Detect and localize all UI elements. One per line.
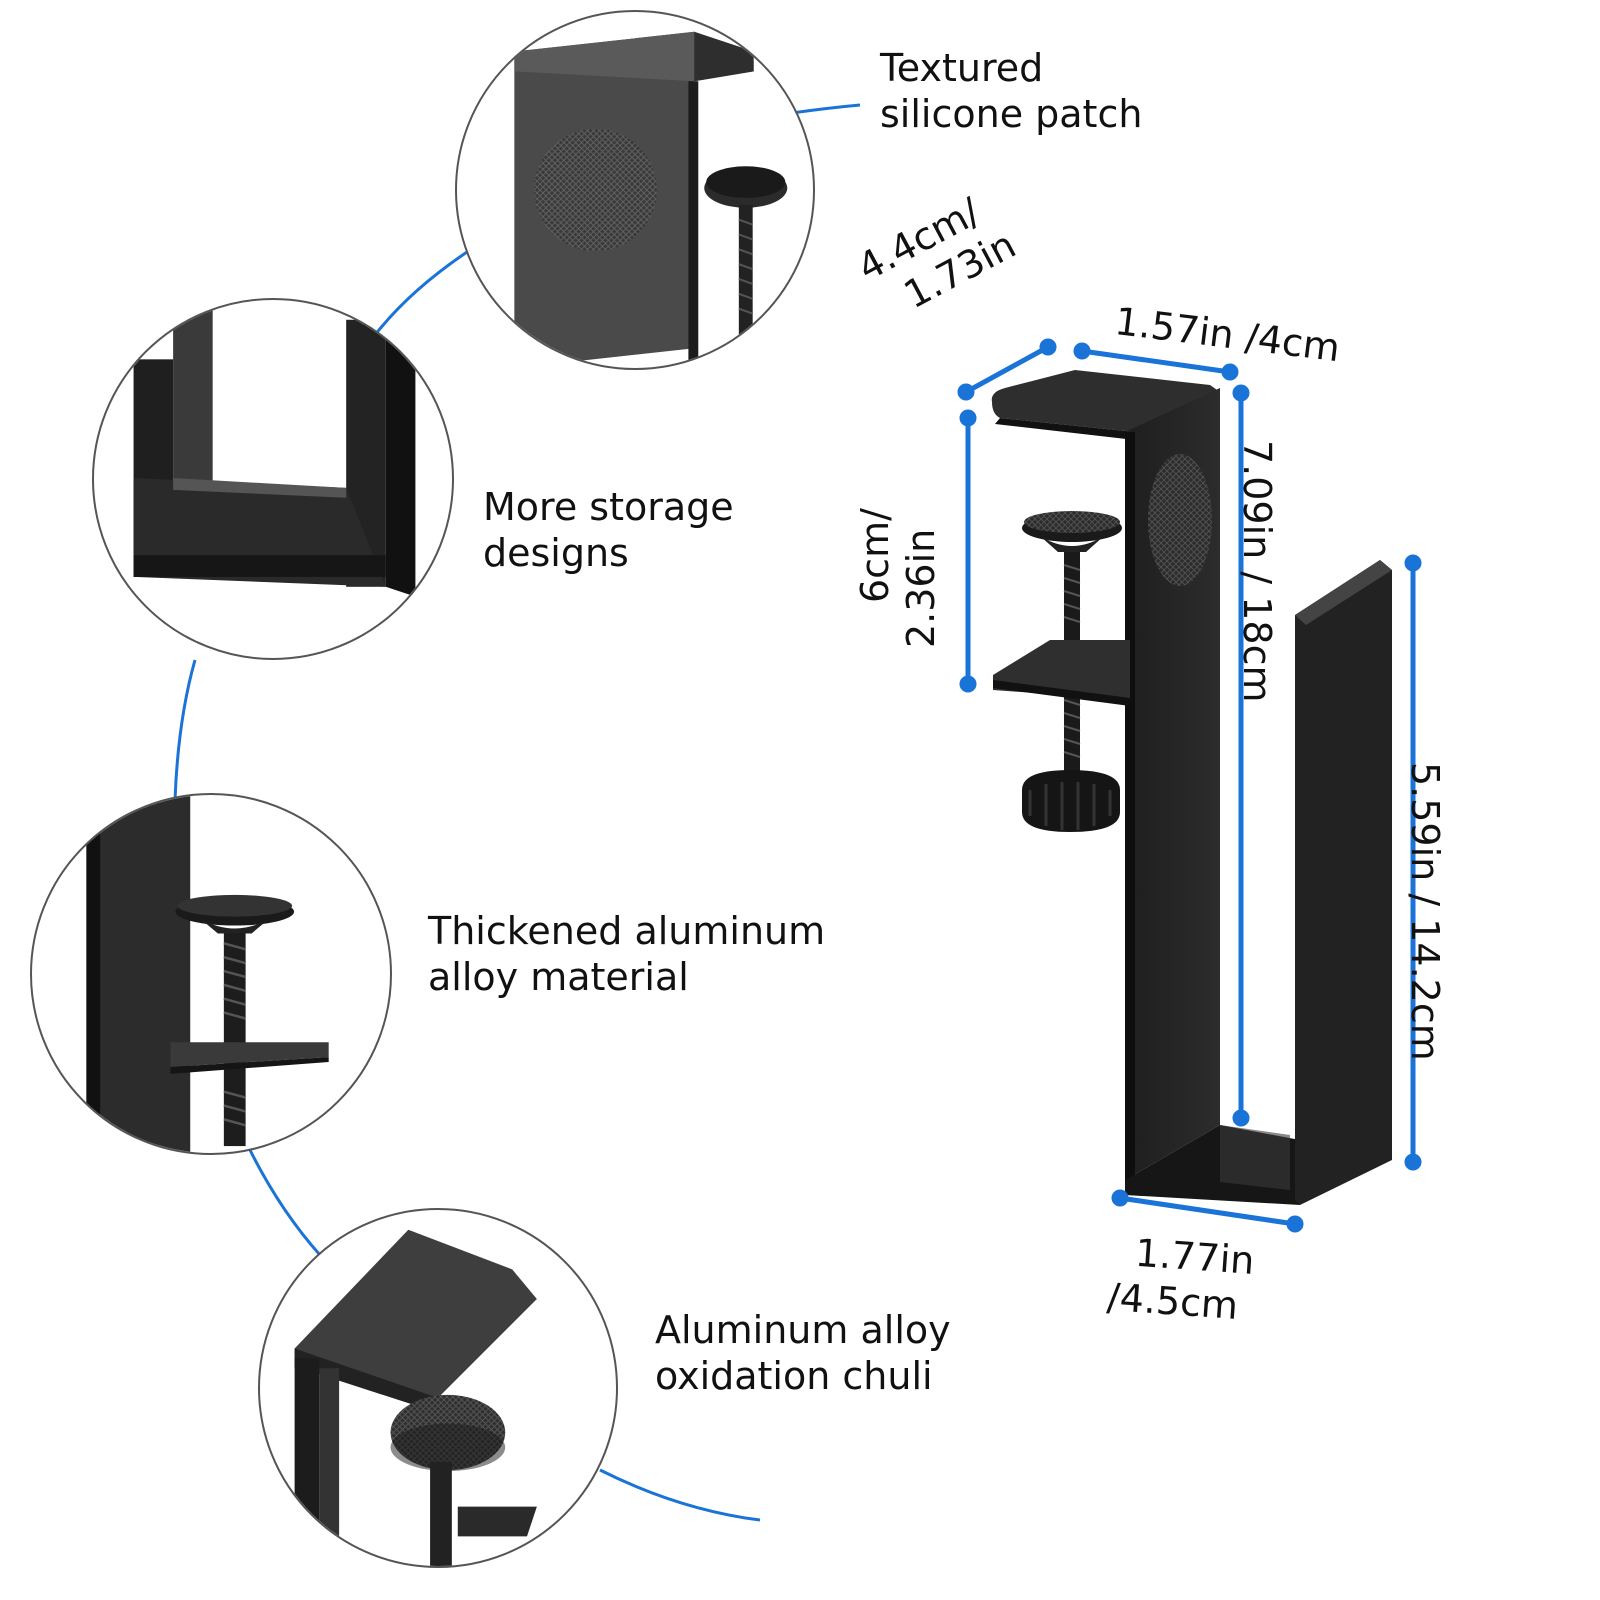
silicone-patch-closeup — [514, 31, 788, 368]
dim-hook-height: 5.59in / 14.2cm — [1402, 762, 1448, 1061]
feature-line1: More storage — [483, 485, 734, 529]
feature-label-silicone: Textured silicone patch — [880, 45, 1142, 137]
oxidation-closeup — [294, 1229, 537, 1566]
dim-clamp-line2: 2.36in — [899, 528, 943, 648]
feature-label-oxidation: Aluminum alloy oxidation chuli — [655, 1307, 951, 1399]
dim-height-text: 7.09in / 18cm — [1235, 440, 1279, 703]
main-body — [1125, 388, 1220, 1180]
feature-line1: Textured — [880, 46, 1044, 90]
dim-hook-height-text: 5.59in / 14.2cm — [1403, 762, 1447, 1061]
dim-bottom-width: 1.77in /4.5cm — [1106, 1228, 1256, 1330]
hook-arm — [1295, 560, 1392, 1205]
dim-height: 7.09in / 18cm — [1234, 440, 1280, 702]
silicone-patch — [1148, 454, 1212, 586]
storage-closeup — [133, 309, 416, 597]
callout-silicone — [455, 10, 815, 370]
dim-clamp-line1: 6cm/ — [853, 508, 897, 603]
feature-line2: oxidation chuli — [655, 1354, 933, 1398]
feature-line2: alloy material — [428, 955, 689, 999]
feature-label-storage: More storage designs — [483, 484, 734, 576]
feature-label-aluminum: Thickened aluminum alloy material — [428, 908, 825, 1000]
callout-aluminum — [30, 793, 392, 1155]
callout-storage — [92, 298, 454, 660]
aluminum-closeup — [86, 795, 329, 1153]
feature-line1: Thickened aluminum — [428, 909, 826, 953]
callout-oxidation — [258, 1208, 618, 1568]
dimension-lines — [957, 338, 1422, 1233]
dim-clamp-opening: 6cm/ 2.36in — [852, 508, 944, 648]
feature-line2: silicone patch — [880, 92, 1143, 136]
feature-line2: designs — [483, 531, 629, 575]
feature-line1: Aluminum alloy — [655, 1308, 951, 1352]
